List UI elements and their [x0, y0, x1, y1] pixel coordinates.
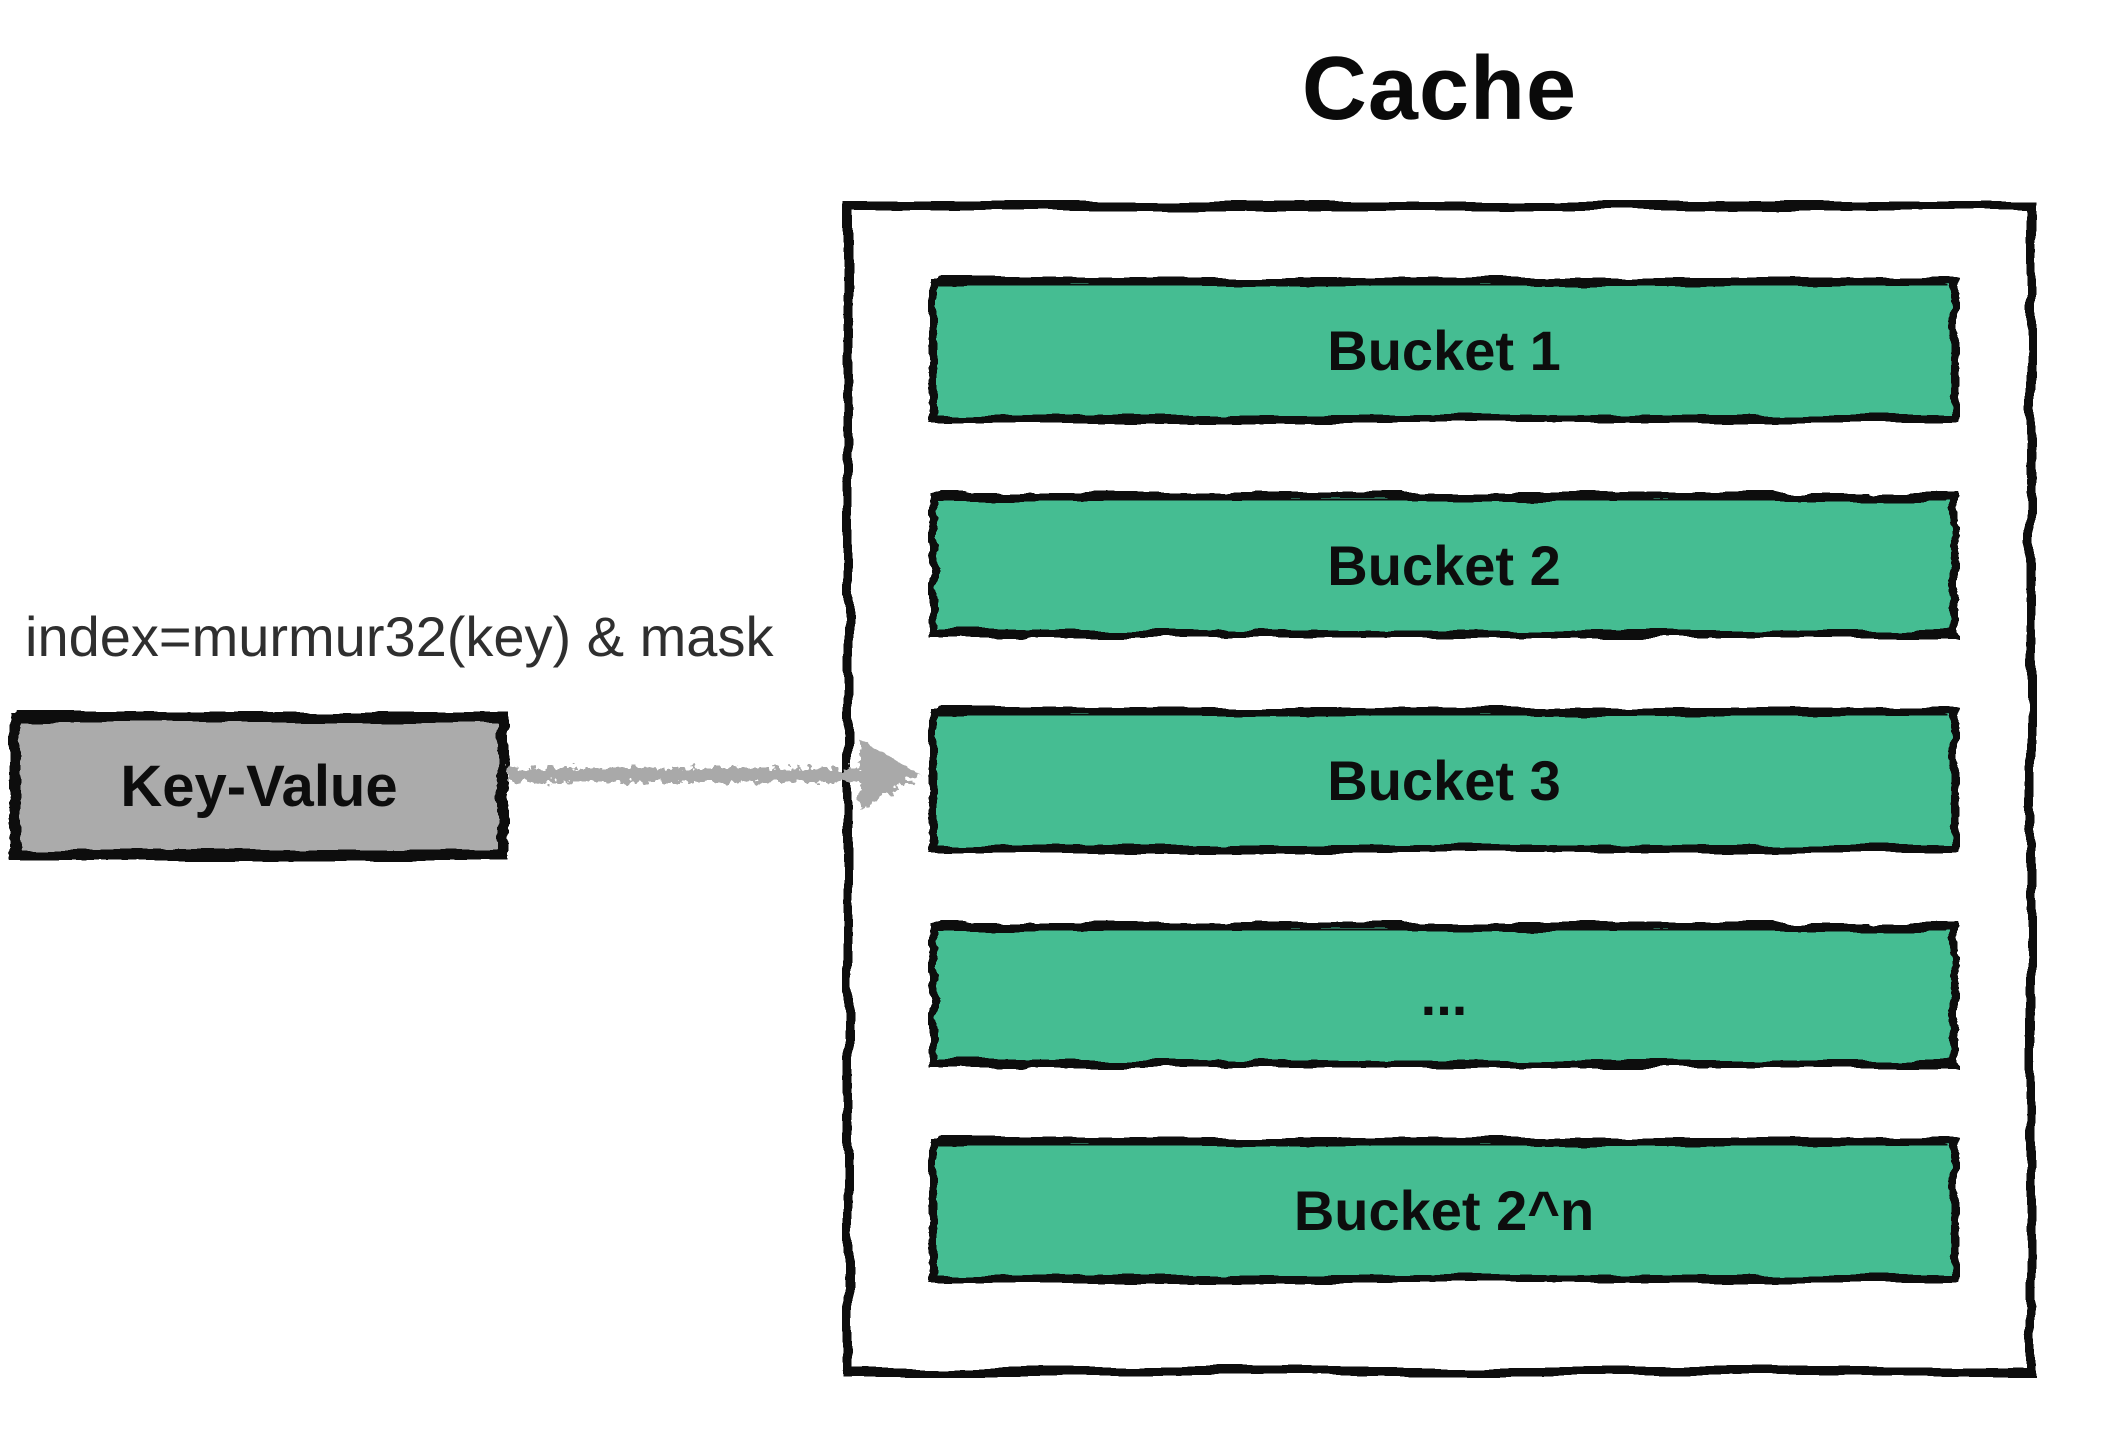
- bucket-1-border: [929, 277, 1959, 423]
- bucket-2-border: [929, 492, 1959, 638]
- bucket-2n-border: [929, 1137, 1959, 1283]
- key-value-border: [9, 711, 509, 861]
- arrow-line: [507, 768, 875, 782]
- bucket-2n: Bucket 2^n: [928, 1135, 1960, 1285]
- page-title: Cache: [1301, 39, 1578, 139]
- bucket-ellipsis-label: ...: [1420, 963, 1468, 1027]
- bucket-3: Bucket 3: [928, 705, 1960, 855]
- bucket-2-label: Bucket 2: [1327, 533, 1561, 597]
- bucket-3-label: Bucket 3: [1327, 748, 1561, 812]
- bucket-2: Bucket 2: [928, 490, 1960, 640]
- arrow-head-icon: [860, 740, 921, 810]
- bucket-2n-label: Bucket 2^n: [1293, 1178, 1595, 1242]
- hash-formula-text: index=murmur32(key) & mask: [25, 605, 774, 668]
- bucket-3-border: [929, 707, 1959, 853]
- key-value-box: Key-Value: [8, 710, 510, 862]
- bucket-1-label: Bucket 1: [1327, 318, 1561, 382]
- bucket-ellipsis: ...: [928, 920, 1960, 1070]
- key-value-label: Key-Value: [120, 753, 398, 819]
- bucket-ellipsis-border: [929, 922, 1959, 1068]
- bucket-1: Bucket 1: [928, 275, 1960, 425]
- key-to-bucket3-arrow: [507, 740, 921, 810]
